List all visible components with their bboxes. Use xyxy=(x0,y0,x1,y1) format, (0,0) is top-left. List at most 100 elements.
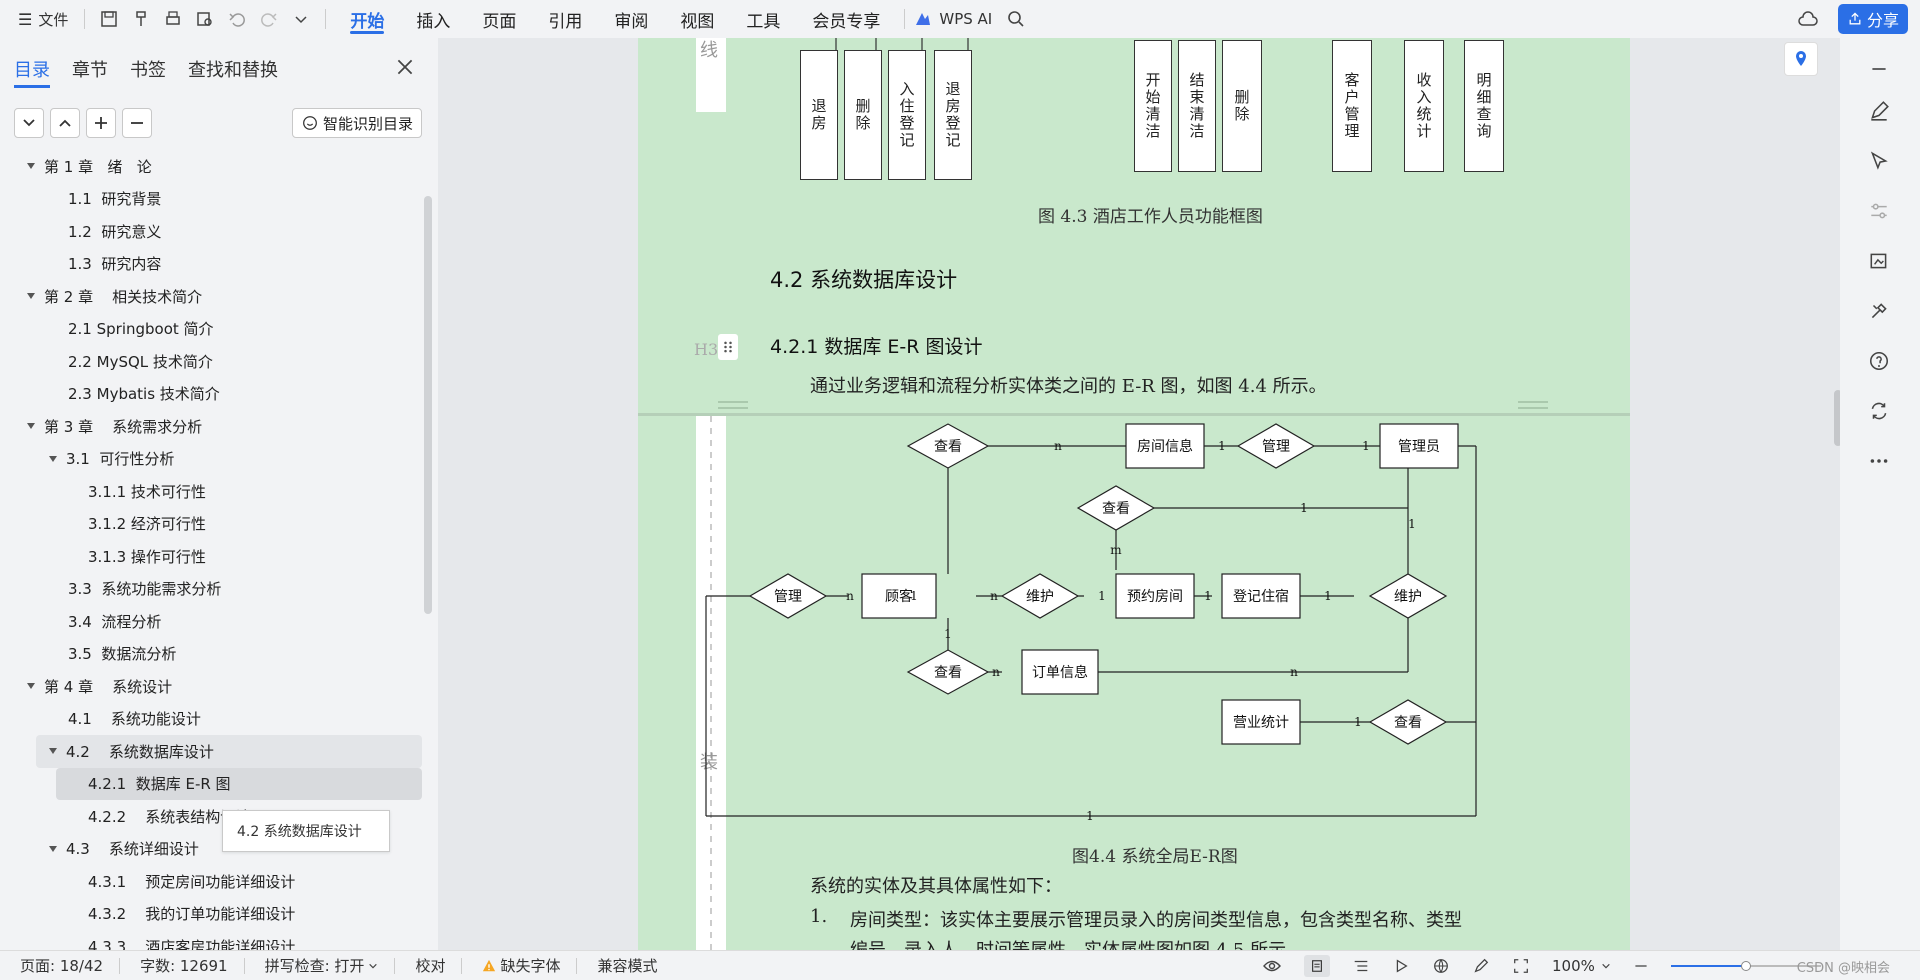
zoom-out-icon[interactable] xyxy=(1633,958,1649,974)
toc-item[interactable]: 4.1 系统功能设计 xyxy=(0,703,430,736)
document-scrollbar[interactable] xyxy=(1834,390,1842,446)
tab-review[interactable]: 审阅 xyxy=(614,11,649,32)
tab-page[interactable]: 页面 xyxy=(482,11,517,32)
close-icon[interactable] xyxy=(394,56,416,78)
spell-check-toggle[interactable]: 拼写检查: 打开 xyxy=(265,955,379,976)
fit-page-icon[interactable] xyxy=(1512,957,1530,975)
toc-item[interactable]: 1.3 研究内容 xyxy=(0,248,430,281)
toc-item[interactable]: 4.3.2 我的订单功能详细设计 xyxy=(0,898,430,931)
edit-pen-icon[interactable] xyxy=(1866,98,1892,124)
toc-item[interactable]: 4.2 系统数据库设计 xyxy=(36,735,422,768)
toc-item[interactable]: 2.2 MySQL 技术简介 xyxy=(0,345,430,378)
print-preview-icon[interactable] xyxy=(191,5,219,33)
toc-item[interactable]: 1.2 研究意义 xyxy=(0,215,430,248)
print-icon[interactable] xyxy=(159,5,187,33)
location-pin-button[interactable] xyxy=(1784,42,1818,76)
toc-item[interactable]: 3.5 数据流分析 xyxy=(0,638,430,671)
toc-item[interactable]: 3.3 系统功能需求分析 xyxy=(0,573,430,606)
er-cardinality: 1 xyxy=(1354,715,1362,729)
tab-home[interactable]: 开始 xyxy=(334,0,400,38)
tab-view[interactable]: 视图 xyxy=(680,11,715,32)
toc-item[interactable]: 第 1 章 绪 论 xyxy=(0,150,430,183)
document-page[interactable]: 装 xyxy=(638,416,1630,950)
toc-item[interactable]: 2.1 Springboot 简介 xyxy=(0,313,430,346)
share-label: 分享 xyxy=(1866,11,1899,30)
toc-item[interactable]: 4.2.1 数据库 E-R 图 xyxy=(56,767,422,800)
expand-triangle-icon[interactable] xyxy=(48,746,58,756)
more-icon[interactable] xyxy=(1866,448,1892,474)
toc-item[interactable]: 3.1.2 经济可行性 xyxy=(0,508,430,541)
document-canvas[interactable]: 线 线 退房 删除 入住登记 退房登记 开始清洁 结束清洁 删除 客户管理 收入… xyxy=(438,38,1840,950)
expand-triangle-icon[interactable] xyxy=(26,161,36,171)
tab-insert[interactable]: 插入 xyxy=(416,11,451,32)
expand-triangle-icon[interactable] xyxy=(48,844,58,854)
web-view-icon[interactable] xyxy=(1432,957,1450,975)
toc-item-label: 3.1.2 经济可行性 xyxy=(88,515,206,534)
function-box: 入住登记 xyxy=(888,50,926,180)
cloud-sync-icon[interactable] xyxy=(1794,6,1822,34)
expand-triangle-icon[interactable] xyxy=(26,421,36,431)
minimize-icon[interactable] xyxy=(1866,56,1892,82)
toc-item[interactable]: 2.3 Mybatis 技术简介 xyxy=(0,378,430,411)
toc-item[interactable]: 3.1.3 操作可行性 xyxy=(0,540,430,573)
smart-toc-button[interactable]: 智能识别目录 xyxy=(292,108,422,138)
remove-heading-button[interactable] xyxy=(122,108,152,138)
undo-icon[interactable] xyxy=(223,5,251,33)
toc-item[interactable]: 第 4 章 系统设计 xyxy=(0,670,430,703)
expand-triangle-icon[interactable] xyxy=(26,681,36,691)
collapse-all-button[interactable] xyxy=(14,108,44,138)
toc-item[interactable]: 3.1.1 技术可行性 xyxy=(0,475,430,508)
missing-font-button[interactable]: 缺失字体 xyxy=(482,955,560,976)
toc-item[interactable]: 3.1 可行性分析 xyxy=(0,443,430,476)
search-icon[interactable] xyxy=(1002,5,1030,33)
document-page[interactable]: 线 线 退房 删除 入住登记 退房登记 开始清洁 结束清洁 删除 客户管理 收入… xyxy=(638,38,1630,414)
translate-icon[interactable] xyxy=(1866,398,1892,424)
tab-bookmarks[interactable]: 书签 xyxy=(130,60,166,81)
tab-tools[interactable]: 工具 xyxy=(746,11,781,32)
tab-find-replace[interactable]: 查找和替换 xyxy=(188,60,278,81)
word-count[interactable]: 字数: 12691 xyxy=(140,957,228,975)
zoom-slider[interactable] xyxy=(1670,956,1821,976)
format-painter-icon[interactable] xyxy=(127,5,155,33)
image-edit-icon[interactable] xyxy=(1866,248,1892,274)
share-button[interactable]: 分享 xyxy=(1838,4,1908,34)
chevron-down-icon[interactable] xyxy=(287,5,315,33)
save-icon[interactable] xyxy=(95,5,123,33)
expand-triangle-icon[interactable] xyxy=(26,291,36,301)
page-count[interactable]: 页面: 18/42 xyxy=(20,957,104,975)
toc-item[interactable]: 第 2 章 相关技术简介 xyxy=(0,280,430,313)
add-heading-button[interactable] xyxy=(86,108,116,138)
tab-references[interactable]: 引用 xyxy=(548,11,583,32)
toc-item[interactable]: 第 3 章 系统需求分析 xyxy=(0,410,430,443)
eye-protect-icon[interactable] xyxy=(1262,956,1282,976)
expand-triangle-icon[interactable] xyxy=(48,454,58,464)
tab-member[interactable]: 会员专享 xyxy=(812,11,881,32)
tools-wrench-icon[interactable] xyxy=(1866,298,1892,324)
expand-up-button[interactable] xyxy=(50,108,80,138)
toc-item-label: 第 1 章 绪 论 xyxy=(44,157,152,176)
toc-scrollbar[interactable] xyxy=(424,196,432,614)
proofread-button[interactable]: 校对 xyxy=(415,957,446,975)
zoom-slider-thumb[interactable] xyxy=(1740,961,1751,971)
wps-ai-button[interactable]: WPS AI xyxy=(913,4,992,34)
play-icon[interactable] xyxy=(1392,957,1410,975)
adjust-sliders-icon[interactable] xyxy=(1866,198,1892,224)
toc-item[interactable]: 1.1 研究背景 xyxy=(0,183,430,216)
help-icon[interactable] xyxy=(1866,348,1892,374)
toc-item[interactable]: 3.4 流程分析 xyxy=(0,605,430,638)
tab-chapters[interactable]: 章节 xyxy=(72,60,108,81)
toc-item[interactable]: 4.3 系统详细设计 xyxy=(0,833,430,866)
file-menu-button[interactable]: ☰ 文件 xyxy=(18,4,68,34)
pen-icon[interactable] xyxy=(1472,957,1490,975)
status-bar: 页面: 18/42 字数: 12691 拼写检查: 打开 校对 缺失字体 兼容模… xyxy=(0,950,1920,980)
toc-item[interactable]: 4.3.1 预定房间功能详细设计 xyxy=(0,865,430,898)
er-relation xyxy=(1236,423,1316,469)
outline-view-icon[interactable] xyxy=(1352,957,1370,975)
select-pointer-icon[interactable] xyxy=(1866,148,1892,174)
tab-toc[interactable]: 目录 xyxy=(14,52,50,88)
redo-icon[interactable] xyxy=(255,5,283,33)
er-cardinality: m xyxy=(1110,543,1122,557)
drag-handle-icon[interactable] xyxy=(718,334,738,360)
page-view-button[interactable] xyxy=(1304,955,1330,977)
zoom-level-select[interactable]: 100% xyxy=(1552,957,1611,975)
